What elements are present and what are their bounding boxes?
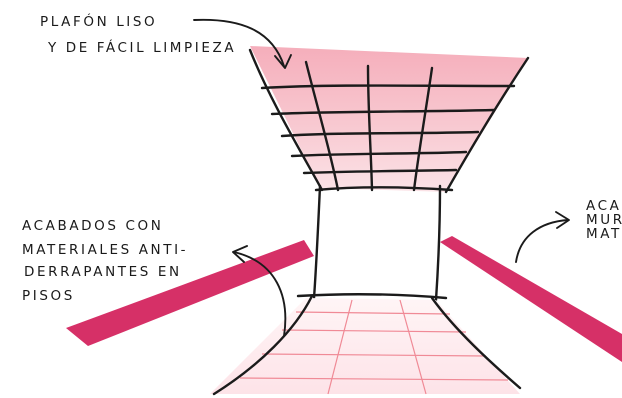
floor-annotation-line4: PISOS <box>22 288 75 304</box>
wall-annotation-line3: MAT <box>586 226 622 242</box>
floor-plane <box>210 296 520 394</box>
end-wall <box>298 186 446 300</box>
ceiling-annotation-line2: Y DE FÁCIL LIMPIEZA <box>47 39 236 56</box>
floor-annotation-line1: ACABADOS CON <box>22 218 163 234</box>
floor-annotation-line3: DERRAPANTES EN <box>24 264 182 280</box>
ceiling-annotation-line1: PLAFÓN LISO <box>40 12 157 30</box>
wall-arrow <box>516 212 569 262</box>
wall-annotation: ACA MUR MAT <box>586 198 622 242</box>
floor-annotation-line2: MATERIALES ANTI- <box>22 242 188 258</box>
ceiling-annotation: PLAFÓN LISO Y DE FÁCIL LIMPIEZA <box>40 12 236 56</box>
ceiling-plane <box>250 46 528 192</box>
floor-annotation: ACABADOS CON MATERIALES ANTI- DERRAPANTE… <box>22 218 188 304</box>
